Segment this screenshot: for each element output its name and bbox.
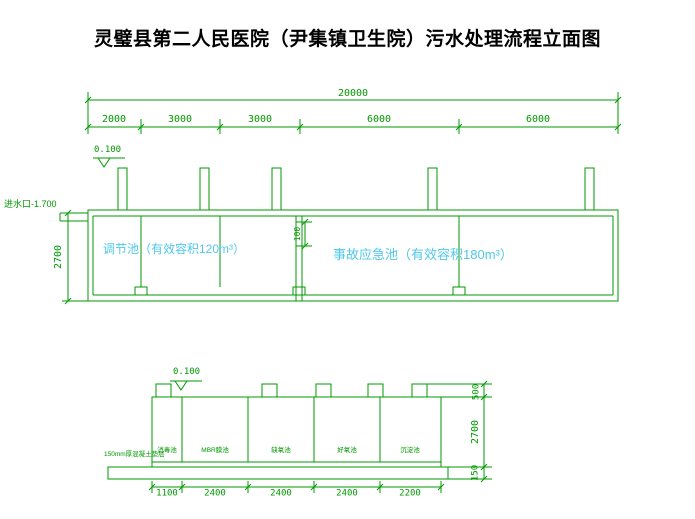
- regulation-tank-label: 调节池（有效容积120m³）: [103, 242, 246, 256]
- upper-segment-dimension: 6000: [525, 114, 551, 125]
- upper-dimension-lines: [84, 92, 622, 134]
- lower-bottom-dimension: 2400: [204, 488, 226, 499]
- upper-segment-dimension: 3000: [167, 114, 193, 125]
- lower-right-dimension: 2700: [470, 419, 481, 445]
- cushion-layer-note: 150mm厚混凝土垫层: [104, 451, 165, 458]
- compartment-label: 消毒池: [157, 446, 177, 454]
- lower-right-dimension: 150: [470, 464, 481, 482]
- compartment-label: 缺氧池: [271, 446, 291, 454]
- lower-right-dimension-lines: [427, 380, 492, 483]
- upper-segment-dimension: 6000: [366, 114, 392, 125]
- inlet-pipe-stub: [59, 212, 88, 222]
- inlet-label: 进水口-1.700: [4, 199, 57, 209]
- upper-elevation-triangle-icon: [93, 157, 125, 168]
- lower-tank-outline: [107, 383, 449, 480]
- compartment-label: 沉淀池: [400, 446, 420, 454]
- upper-left-height-dimension: [62, 209, 88, 305]
- lower-bottom-dimension: 2400: [336, 488, 358, 499]
- upper-height-dimension: 2700: [53, 244, 64, 270]
- lower-bottom-dimension: 1100: [156, 488, 178, 499]
- lower-bottom-dimension: 2200: [399, 488, 421, 499]
- emergency-tank-label: 事故应急池（有效容积180m³）: [333, 247, 513, 262]
- upper-elevation-value: 0.100: [94, 145, 122, 155]
- upper-inner-dimension: [296, 218, 312, 250]
- upper-segment-dimension: 2000: [101, 114, 127, 125]
- upper-total-dimension: 20000: [337, 88, 369, 99]
- lower-bottom-dimension-lines: [148, 481, 445, 493]
- lower-right-dimension: 500: [471, 383, 482, 401]
- upper-inner-dimension-value: 100: [293, 226, 302, 242]
- upper-tank-outline: [87, 167, 619, 302]
- compartment-label: 好氧池: [337, 446, 357, 454]
- upper-segment-dimension: 3000: [247, 114, 273, 125]
- lower-bottom-dimension: 2400: [270, 488, 292, 499]
- drawing-title: 灵璧县第二人民医院（尹集镇卫生院）污水处理流程立面图: [93, 29, 602, 50]
- lower-elevation-triangle-icon: [170, 380, 202, 391]
- lower-elevation-value: 0.100: [173, 367, 201, 377]
- compartment-label: MBR膜池: [201, 446, 229, 454]
